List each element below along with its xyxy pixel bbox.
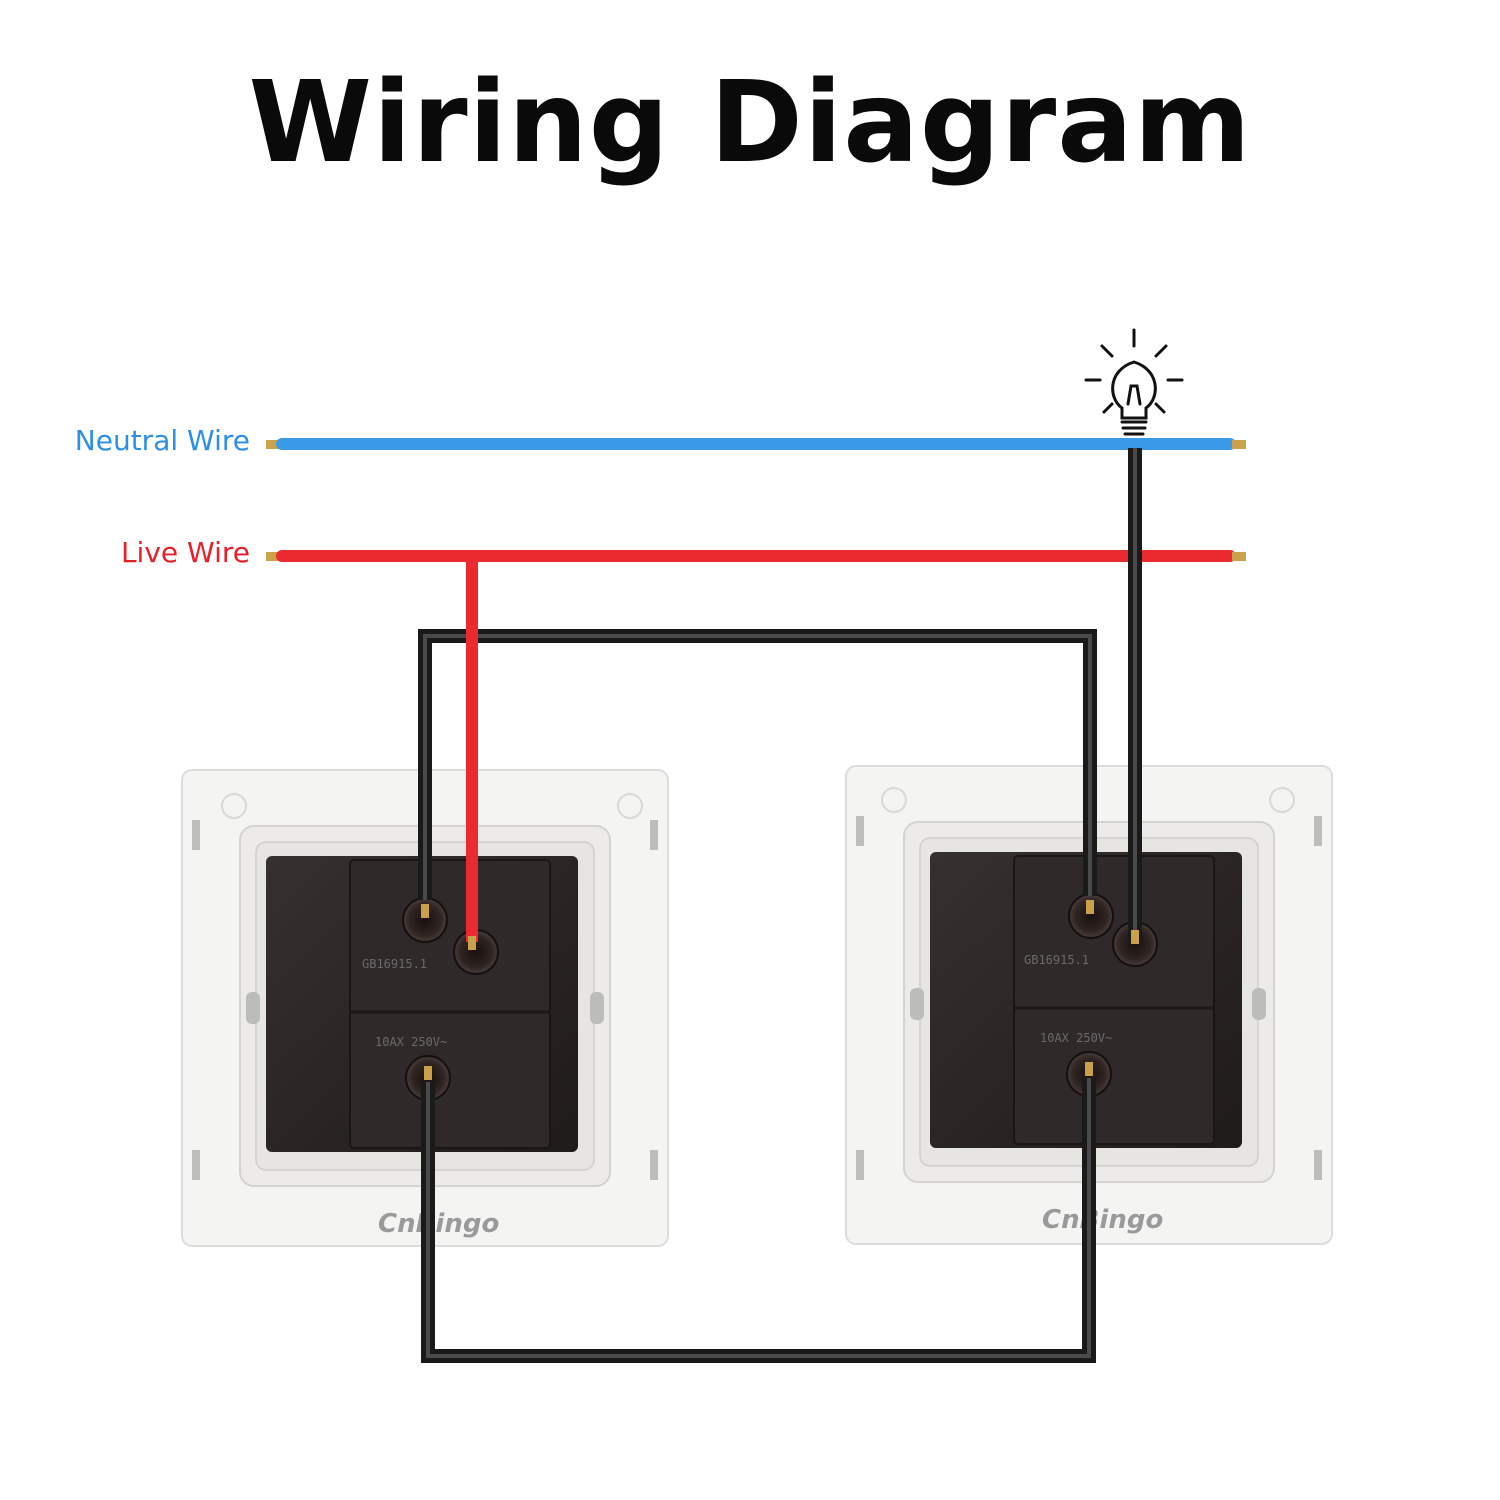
live-wire-label: Live Wire — [120, 536, 250, 569]
switch-right-standard: GB16915.1 — [1024, 953, 1089, 967]
live-wire — [266, 550, 1246, 562]
switch-right-rating: 10AX 250V~ — [1040, 1031, 1112, 1045]
switch-right: GB16915.1 10AX 250V~ CnBingo — [845, 765, 1333, 1245]
switch-left: GB16915.1 10AX 250V~ CnBingo — [181, 769, 669, 1247]
light-bulb-icon — [1084, 328, 1184, 436]
switch-left-brand: CnBingo — [378, 1209, 499, 1239]
switch-left-standard: GB16915.1 — [362, 957, 427, 971]
switch-right-brand: CnBingo — [1042, 1205, 1163, 1235]
neutral-wire — [266, 438, 1246, 450]
neutral-wire-label: Neutral Wire — [74, 424, 250, 457]
page-title: Wiring Diagram — [248, 58, 1252, 188]
switch-left-rating: 10AX 250V~ — [375, 1035, 447, 1049]
